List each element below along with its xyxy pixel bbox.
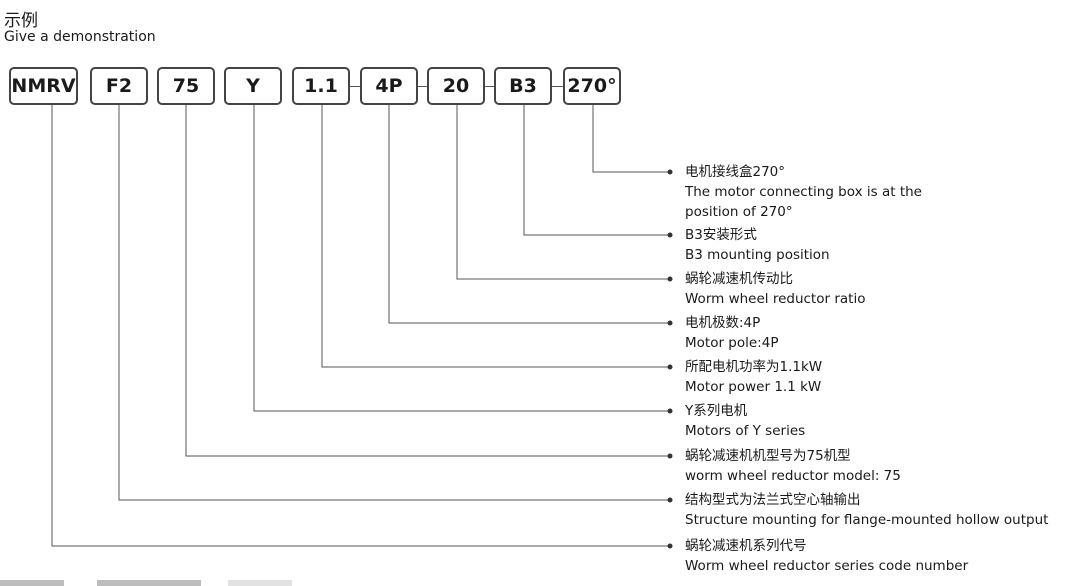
code-box-label: 4P (375, 75, 403, 97)
desc-ratio: 蜗轮减速机传动比 Worm wheel reductor ratio (685, 269, 865, 309)
desc-en: position of 270° (685, 204, 793, 220)
code-box-label: Y (246, 75, 260, 97)
code-box-motor-series: Y (224, 67, 282, 105)
leader-line (592, 105, 670, 173)
title-chinese: 示例 (4, 11, 38, 31)
leader-line (118, 105, 670, 501)
code-box-label: F2 (105, 75, 133, 97)
code-box-mounting: B3 (494, 67, 552, 105)
desc-terminal-box: 电机接线盒270° The motor connecting box is at… (685, 162, 922, 222)
desc-model: 蜗轮减速机机型号为75机型 worm wheel reductor model:… (685, 446, 901, 486)
code-box-label: 75 (172, 75, 200, 97)
code-box-structure: F2 (90, 67, 148, 105)
leader-line (523, 105, 670, 236)
bullet-dot (667, 408, 673, 414)
code-box-label: 1.1 (304, 75, 338, 97)
bullet-dot (667, 232, 673, 238)
code-box-terminal: 270° (563, 67, 621, 105)
code-box-label: NMRV (11, 75, 76, 97)
desc-en: Structure mounting for flange-mounted ho… (685, 512, 1049, 528)
code-box-model: 75 (157, 67, 215, 105)
code-box-ratio: 20 (427, 67, 485, 105)
separator-dash (350, 86, 360, 87)
desc-cn: Y系列电机 (685, 403, 748, 419)
desc-cn: 电机接线盒270° (685, 164, 786, 180)
desc-en: worm wheel reductor model: 75 (685, 468, 901, 484)
desc-en: Motor pole:4P (685, 335, 779, 351)
desc-cn: 电机极数:4P (685, 315, 761, 331)
leader-line (253, 105, 670, 412)
desc-series-code: 蜗轮减速机系列代号 Worm wheel reductor series cod… (685, 536, 968, 576)
bullet-dot (667, 453, 673, 459)
bullet-dot (667, 497, 673, 503)
desc-en: Worm wheel reductor series code number (685, 558, 969, 574)
desc-cn: B3安装形式 (685, 227, 757, 243)
separator-dash (552, 86, 563, 87)
bullet-dot (667, 320, 673, 326)
desc-cn: 结构型式为法兰式空心轴输出 (685, 492, 861, 508)
desc-mounting: B3安装形式 B3 mounting position (685, 225, 830, 265)
leader-line (456, 105, 670, 280)
desc-cn: 蜗轮减速机系列代号 (685, 538, 807, 554)
leader-line (321, 105, 670, 368)
desc-en: Motor power 1.1 kW (685, 379, 822, 395)
code-box-poles: 4P (360, 67, 418, 105)
desc-en: B3 mounting position (685, 247, 830, 263)
bullet-dot (667, 169, 673, 175)
bullet-dot (667, 543, 673, 549)
desc-cn: 蜗轮减速机传动比 (685, 271, 793, 287)
code-box-label: 20 (442, 75, 470, 97)
desc-poles: 电机极数:4P Motor pole:4P (685, 313, 778, 353)
leader-line (51, 105, 670, 547)
separator-dash (418, 86, 427, 87)
bullet-dot (667, 276, 673, 282)
bottom-edge-bar (228, 580, 292, 586)
desc-en: Worm wheel reductor ratio (685, 291, 866, 307)
desc-cn: 所配电机功率为1.1kW (685, 359, 823, 375)
code-box-label: B3 (509, 75, 537, 97)
code-box-power: 1.1 (292, 67, 350, 105)
leader-line (185, 105, 670, 457)
desc-en: Motors of Y series (685, 423, 806, 439)
leader-line (388, 105, 670, 324)
separator-dash (485, 86, 494, 87)
title-english: Give a demonstration (4, 29, 156, 45)
desc-structure: 结构型式为法兰式空心轴输出 Structure mounting for fla… (685, 490, 1048, 530)
desc-motor-series: Y系列电机 Motors of Y series (685, 401, 805, 441)
desc-power: 所配电机功率为1.1kW Motor power 1.1 kW (685, 357, 822, 397)
desc-en: The motor connecting box is at the (685, 184, 922, 200)
code-box-series: NMRV (9, 67, 78, 105)
bullet-dot (667, 364, 673, 370)
bottom-edge-bar (0, 580, 64, 586)
desc-cn: 蜗轮减速机机型号为75机型 (685, 448, 851, 464)
bottom-edge-bar (97, 580, 201, 586)
code-box-label: 270° (567, 75, 617, 97)
